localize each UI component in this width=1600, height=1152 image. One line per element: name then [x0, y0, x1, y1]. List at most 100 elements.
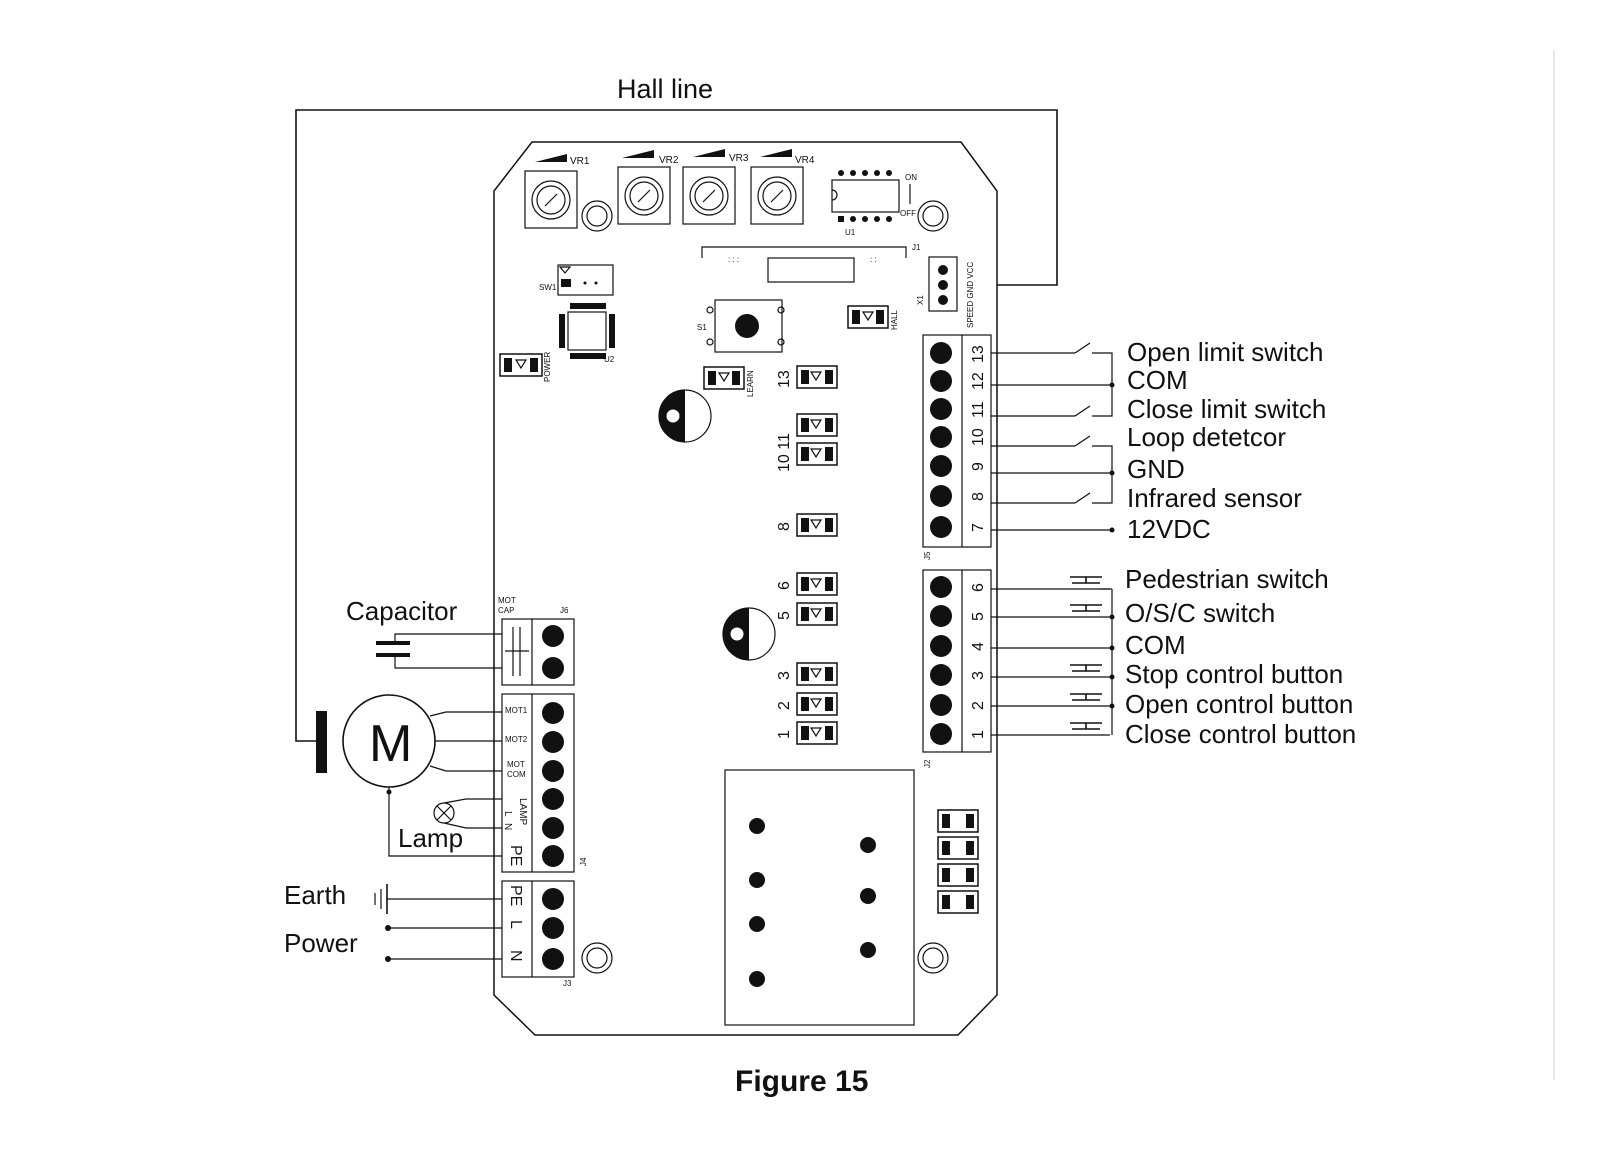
status-led-13: 13 [776, 365, 838, 389]
microcontroller-u2: U2 [559, 303, 615, 364]
s1-label: S1 [697, 323, 707, 332]
lamp-n-label: N [502, 823, 513, 830]
speed-gnd-vcc-label: SPEED GND VCC [966, 262, 975, 328]
learn-button-s1[interactable]: S1 [697, 299, 785, 353]
dip-switch-u1[interactable]: ON OFF U1 [831, 170, 917, 237]
lamp-l-label: L [502, 811, 513, 817]
right-border-line [1553, 50, 1555, 1080]
led-number-3: 3 [776, 671, 793, 680]
learn-led-label: LEARN [746, 370, 755, 397]
hall-connector-x1[interactable]: X1 SPEED GND VCC [916, 256, 975, 328]
status-led-8: 8 [776, 513, 838, 537]
status-led-11 [796, 413, 838, 437]
j3-pe-label: PE [507, 885, 524, 906]
label-gnd: GND [1127, 454, 1185, 484]
mot-com-label-1: MOT [507, 760, 525, 769]
led-number-10-11: 10 11 [776, 433, 793, 472]
dip-on-label: ON [905, 173, 917, 182]
mounting-hole-bottom-right [917, 942, 949, 974]
j2-pin-2: 2 [970, 701, 987, 710]
u2-label: U2 [604, 355, 615, 364]
terminal-block-j3[interactable]: PE L N J3 [501, 880, 575, 988]
mot1-label: MOT1 [505, 706, 528, 715]
capacitor-label: Capacitor [346, 596, 458, 626]
svg-text:: : :: : : : [728, 255, 739, 264]
status-led-5: 5 [776, 602, 838, 626]
status-led-2: 2 [776, 692, 838, 716]
vr2-label: VR2 [659, 155, 679, 166]
vr4-label: VR4 [795, 155, 815, 166]
component-round-1 [658, 389, 712, 443]
mot2-label: MOT2 [505, 735, 528, 744]
led-stack-bottom-right [937, 809, 979, 914]
j5-pin-8: 8 [970, 492, 987, 501]
j5-pin-11: 11 [970, 401, 987, 418]
j6-label: J6 [560, 606, 569, 615]
terminal-block-j4[interactable]: MOT1 MOT2 MOT COM LAMP L N PE J4 [501, 693, 588, 873]
terminal-block-j2[interactable]: 6 5 4 3 2 1 J2 [922, 569, 992, 768]
mot-cap-label-2: CAP [498, 606, 514, 615]
terminal-block-j5[interactable]: 13 12 11 10 9 8 7 J5 [922, 334, 992, 560]
j3-l-label: L [507, 920, 524, 929]
figure-caption: Figure 15 [735, 1065, 868, 1098]
x1-label: X1 [916, 295, 925, 305]
lamp-symbol [433, 798, 502, 829]
j4-label: J4 [579, 857, 588, 866]
label-com-upper: COM [1127, 365, 1188, 395]
label-stop-control-button: Stop control button [1125, 659, 1343, 689]
label-12vdc: 12VDC [1127, 514, 1211, 544]
label-osc-switch: O/S/C switch [1125, 598, 1275, 628]
hall-led: HALL [847, 305, 899, 330]
vr3-label: VR3 [729, 153, 749, 164]
potentiometer-vr1[interactable]: VR1 [524, 154, 590, 229]
j3-n-label: N [507, 950, 524, 962]
potentiometer-vr3[interactable]: VR3 [682, 149, 749, 225]
mounting-hole-top-left [581, 200, 613, 232]
u1-label: U1 [845, 228, 856, 237]
led-number-1: 1 [776, 730, 793, 739]
svg-text:: :: : : [870, 255, 877, 264]
switch-sw1[interactable]: SW1 [539, 264, 614, 296]
status-led-6: 6 [776, 572, 838, 596]
terminal-block-j6[interactable]: MOT CAP J6 [498, 596, 575, 686]
power-input-wires [385, 925, 502, 962]
label-open-limit-switch: Open limit switch [1127, 337, 1324, 367]
label-infrared-sensor: Infrared sensor [1127, 483, 1302, 513]
capacitor-symbol [376, 633, 502, 669]
potentiometer-vr2[interactable]: VR2 [617, 150, 679, 225]
earth-symbol [374, 884, 502, 914]
led-number-5: 5 [776, 611, 793, 620]
power-led-label: POWER [543, 352, 552, 382]
j2-pin-6: 6 [970, 583, 987, 592]
sw1-label: SW1 [539, 283, 557, 292]
j2-label: J2 [923, 759, 932, 768]
relay-block [724, 769, 915, 1026]
j2-pin-4: 4 [970, 642, 987, 651]
j5-wiring [991, 342, 1115, 533]
hall-led-label: HALL [890, 309, 899, 330]
lamp-terminal-label: LAMP [517, 798, 528, 826]
dip-off-label: OFF [900, 209, 916, 218]
j2-pin-5: 5 [970, 612, 987, 621]
led-number-6: 6 [776, 581, 793, 590]
motor-label: M [369, 715, 412, 773]
label-close-limit-switch: Close limit switch [1127, 394, 1326, 424]
mot-cap-label-1: MOT [498, 596, 516, 605]
status-led-3: 3 [776, 662, 838, 686]
mot-com-label-2: COM [507, 770, 526, 779]
j2-pin-3: 3 [970, 671, 987, 680]
j5-pin-13: 13 [970, 345, 987, 363]
control-board-outline [493, 141, 998, 1036]
j4-pe-label: PE [507, 845, 524, 866]
motor-symbol: M [342, 694, 502, 857]
potentiometer-vr4[interactable]: VR4 [750, 149, 815, 225]
j1-label: J1 [912, 243, 921, 252]
header-j1: : : : : : J1 [701, 243, 921, 283]
label-loop-detector: Loop detetcor [1127, 422, 1286, 452]
component-round-2 [722, 607, 776, 661]
j5-pin-12: 12 [970, 372, 987, 390]
mounting-hole-top-right [917, 200, 949, 232]
label-pedestrian-switch: Pedestrian switch [1125, 564, 1329, 594]
earth-label: Earth [284, 880, 346, 910]
